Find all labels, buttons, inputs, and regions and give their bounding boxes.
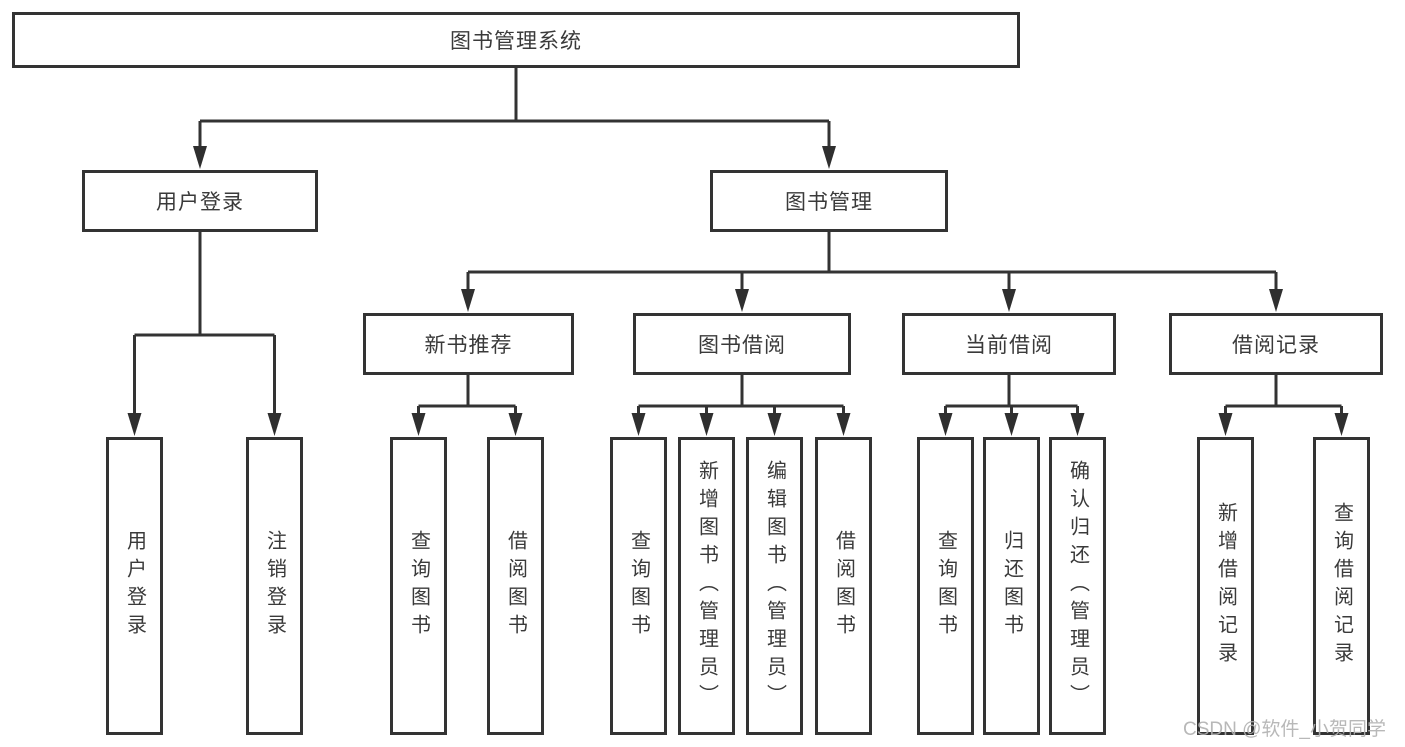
leaf-user-login: 用户登录 (106, 437, 163, 735)
node-borrow-records-label: 借阅记录 (1232, 334, 1320, 357)
connector-current-borrow (944, 375, 1079, 417)
leaf-borrow-books: 借阅图书 (815, 437, 872, 735)
leaf-add-borrow-record: 新增借阅记录 (1197, 437, 1254, 735)
leaf-query-books-borrow-label: 查询图书 (627, 530, 650, 642)
node-borrow-records: 借阅记录 (1169, 313, 1383, 375)
connector-book-management (466, 232, 1278, 293)
leaf-add-book-admin: 新增图书（管理员） (678, 437, 735, 735)
node-user-login-label: 用户登录 (156, 191, 244, 214)
node-book-borrow-label: 图书借阅 (698, 334, 786, 357)
leaf-confirm-return-admin-label: 确认归还（管理员） (1066, 460, 1089, 712)
arrowheads (127, 146, 1349, 436)
leaf-confirm-return-admin: 确认归还（管理员） (1049, 437, 1106, 735)
leaf-query-borrow-record: 查询借阅记录 (1313, 437, 1370, 735)
node-new-book-recommend-label: 新书推荐 (424, 334, 513, 357)
csdn-watermark: CSDN @软件_小贺同学 (1183, 719, 1386, 740)
leaf-borrow-books-label: 借阅图书 (832, 530, 855, 642)
node-current-borrow: 当前借阅 (902, 313, 1116, 375)
leaf-borrow-books-recommend: 借阅图书 (487, 437, 544, 735)
leaf-add-borrow-record-label: 新增借阅记录 (1214, 502, 1237, 670)
leaf-return-book-label: 归还图书 (1000, 530, 1023, 642)
node-user-login: 用户登录 (82, 170, 318, 232)
node-root: 图书管理系统 (12, 12, 1020, 68)
leaf-edit-book-admin-label: 编辑图书（管理员） (763, 460, 786, 712)
connector-book-borrow (637, 375, 845, 417)
leaf-query-books-recommend-label: 查询图书 (407, 530, 430, 642)
node-book-management-label: 图书管理 (785, 191, 873, 214)
node-book-borrow: 图书借阅 (633, 313, 851, 375)
leaf-query-borrow-record-label: 查询借阅记录 (1330, 502, 1353, 670)
leaf-query-books-borrow: 查询图书 (610, 437, 667, 735)
leaf-logout: 注销登录 (246, 437, 303, 735)
leaf-return-book: 归还图书 (983, 437, 1040, 735)
leaf-query-books-current-label: 查询图书 (934, 530, 957, 642)
node-new-book-recommend: 新书推荐 (363, 313, 574, 375)
leaf-logout-label: 注销登录 (263, 530, 286, 642)
leaf-query-books-recommend: 查询图书 (390, 437, 447, 735)
node-book-management: 图书管理 (710, 170, 948, 232)
leaf-query-books-current: 查询图书 (917, 437, 974, 735)
leaf-borrow-books-recommend-label: 借阅图书 (504, 530, 527, 642)
leaf-edit-book-admin: 编辑图书（管理员） (746, 437, 803, 735)
node-current-borrow-label: 当前借阅 (965, 334, 1053, 357)
connector-borrow-records (1224, 375, 1343, 417)
leaf-add-book-admin-label: 新增图书（管理员） (695, 460, 718, 712)
connector-user-login (133, 232, 276, 417)
connector-root (198, 68, 831, 150)
node-root-label: 图书管理系统 (450, 30, 582, 53)
connector-new-book (417, 375, 517, 417)
leaf-user-login-label: 用户登录 (123, 530, 146, 642)
